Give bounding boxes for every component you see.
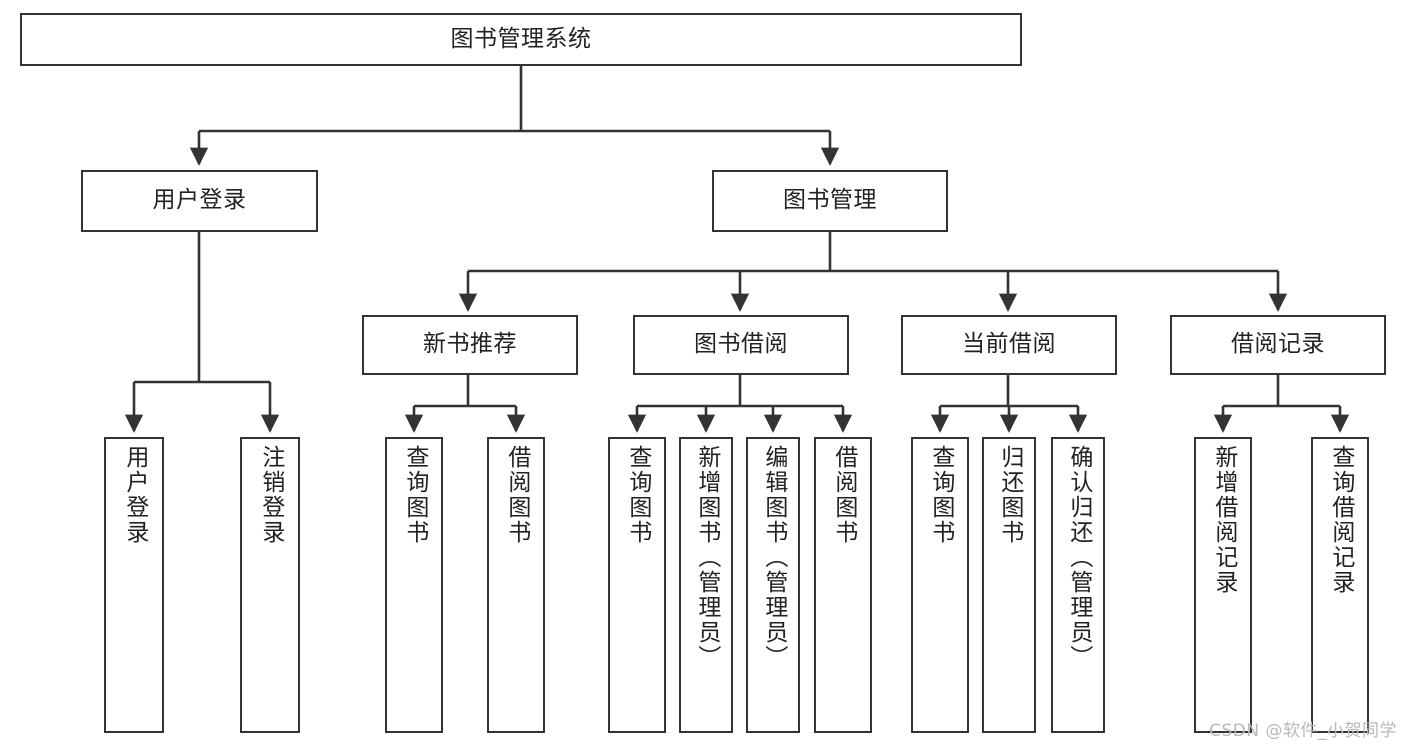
node-label: 新增图书（管理员） (693, 445, 720, 670)
leaf-book-borrow-1[interactable]: 新增图书（管理员） (679, 437, 733, 733)
node-book-management[interactable]: 图书管理 (712, 170, 948, 232)
node-borrow-record[interactable]: 借阅记录 (1170, 315, 1386, 375)
node-label: 查询图书 (927, 445, 954, 545)
node-label: 图书管理 (783, 187, 877, 214)
node-new-book-recommend[interactable]: 新书推荐 (362, 315, 578, 375)
node-label: 借阅图书 (830, 445, 857, 545)
node-root-book-management-system[interactable]: 图书管理系统 (20, 13, 1022, 66)
leaf-user-login-1[interactable]: 注销登录 (240, 437, 300, 733)
node-label: 新增借阅记录 (1210, 445, 1237, 595)
node-label: 确认归还（管理员） (1065, 445, 1092, 670)
node-label: 用户登录 (121, 445, 148, 545)
node-label: 归还图书 (996, 445, 1023, 545)
node-current-borrow[interactable]: 当前借阅 (901, 315, 1117, 375)
node-label: 新书推荐 (423, 331, 517, 358)
leaf-book-borrow-0[interactable]: 查询图书 (608, 437, 666, 733)
node-user-login[interactable]: 用户登录 (81, 170, 318, 232)
leaf-current-borrow-2[interactable]: 确认归还（管理员） (1051, 437, 1105, 733)
node-label: 借阅记录 (1231, 331, 1325, 358)
node-label: 编辑图书（管理员） (760, 445, 787, 670)
node-label: 图书借阅 (694, 331, 788, 358)
leaf-book-borrow-3[interactable]: 借阅图书 (814, 437, 872, 733)
leaf-borrow-record-0[interactable]: 新增借阅记录 (1194, 437, 1252, 733)
leaf-new-book-recommend-0[interactable]: 查询图书 (385, 437, 443, 733)
node-label: 注销登录 (257, 445, 284, 545)
leaf-current-borrow-1[interactable]: 归还图书 (982, 437, 1036, 733)
leaf-book-borrow-2[interactable]: 编辑图书（管理员） (746, 437, 800, 733)
node-label: 图书管理系统 (450, 25, 592, 52)
node-label: 用户登录 (152, 187, 247, 214)
leaf-new-book-recommend-1[interactable]: 借阅图书 (487, 437, 545, 733)
node-label: 借阅图书 (503, 445, 530, 545)
node-label: 查询图书 (624, 445, 651, 545)
leaf-borrow-record-1[interactable]: 查询借阅记录 (1311, 437, 1369, 733)
node-label: 查询借阅记录 (1327, 445, 1354, 595)
leaf-user-login-0[interactable]: 用户登录 (104, 437, 164, 733)
leaf-current-borrow-0[interactable]: 查询图书 (911, 437, 969, 733)
node-label: 当前借阅 (962, 331, 1056, 358)
csdn-watermark: CSDN @软件_小贺同学 (1209, 721, 1397, 741)
node-book-borrow[interactable]: 图书借阅 (633, 315, 849, 375)
node-label: 查询图书 (401, 445, 428, 545)
